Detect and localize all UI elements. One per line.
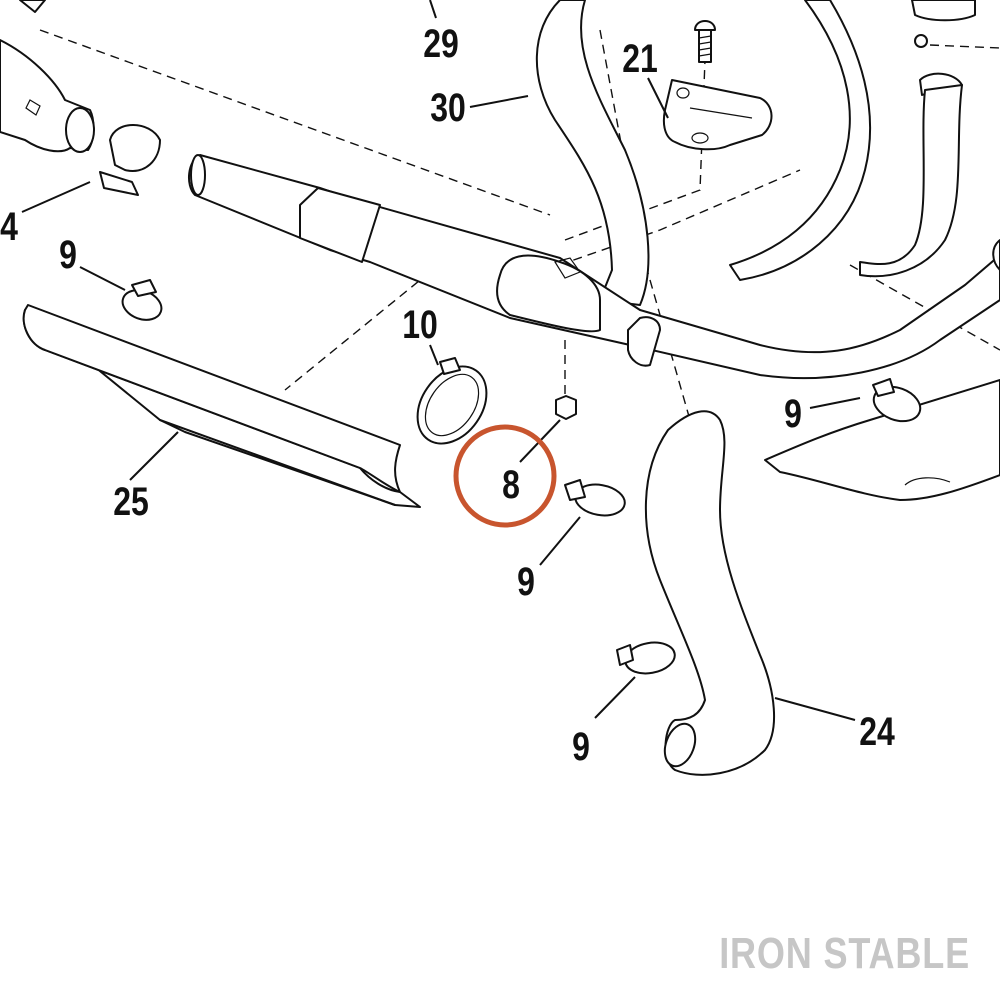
leader-lines [21, 0, 861, 721]
hose-clamp-top-left [121, 279, 163, 321]
right-pipe [859, 84, 1000, 278]
muffler-clamp [99, 124, 161, 196]
callout-9-center: 9 [517, 559, 535, 604]
mounting-bracket [662, 79, 773, 151]
bolt [694, 20, 716, 63]
heat-shield-tube [22, 304, 421, 508]
right-heat-shield [764, 379, 1000, 501]
lower-curved-hose [644, 410, 775, 776]
band-clamp [416, 357, 488, 445]
top-right-fittings [911, 0, 976, 96]
callout-30: 30 [430, 85, 466, 130]
highlight-circle [453, 424, 557, 528]
muffler-end [0, 0, 95, 153]
curved-header-pipe [535, 0, 872, 306]
callout-24: 24 [859, 709, 895, 754]
hose-clamp-right [872, 378, 922, 423]
callout-29: 29 [423, 21, 459, 66]
callout-8: 8 [502, 462, 520, 507]
watermark-logo: IRON STABLE [719, 929, 970, 978]
callout-21: 21 [622, 36, 658, 81]
hose-clamp-lower [616, 641, 676, 675]
hose-clamp-center [564, 479, 626, 517]
callout-9-right: 9 [784, 391, 802, 436]
callout-10: 10 [402, 302, 438, 347]
hex-nut [555, 395, 577, 420]
callout-4: 4 [0, 204, 18, 249]
callout-25: 25 [113, 479, 149, 524]
main-header-pipe [188, 154, 1000, 380]
callout-9-top-left: 9 [59, 232, 77, 277]
callout-9-lower: 9 [572, 724, 590, 769]
